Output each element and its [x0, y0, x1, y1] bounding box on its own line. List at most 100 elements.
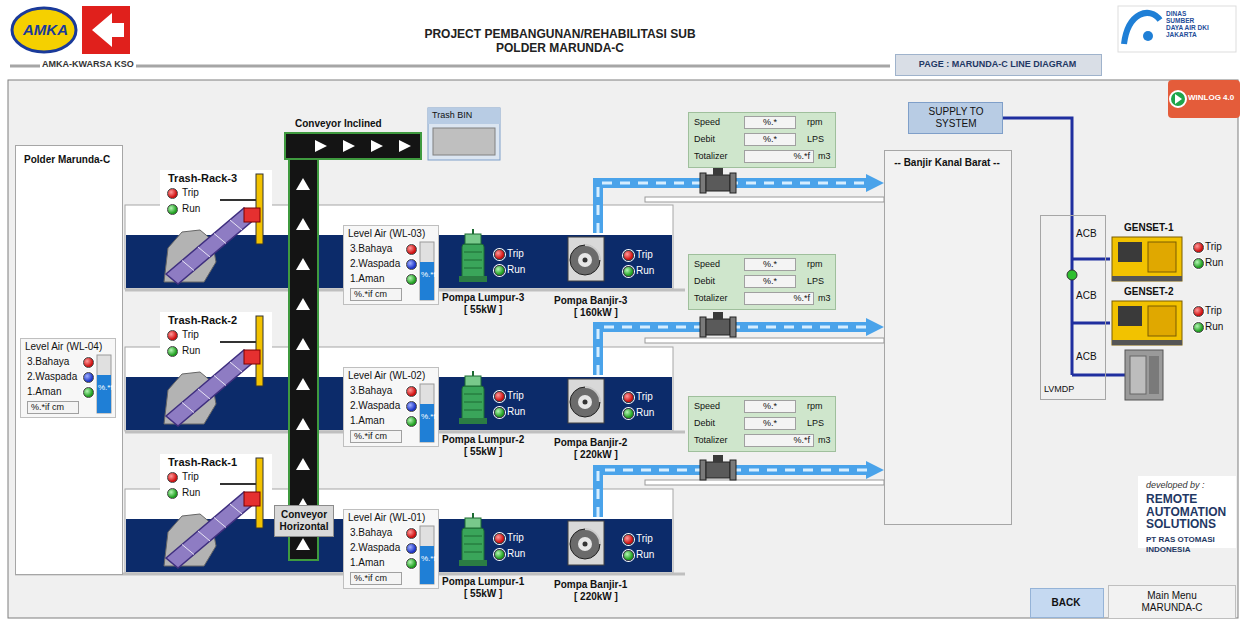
- node-text: m3: [818, 151, 831, 162]
- connector-group: [598, 118, 1110, 517]
- conveyor-direction: [315, 140, 327, 152]
- conveyor-direction: [296, 458, 310, 470]
- node-text: Totalizer: [694, 435, 728, 446]
- flood-pump-impeller: [578, 253, 592, 267]
- valve-sensor: [713, 455, 723, 462]
- panel-cabinet: [1125, 350, 1163, 400]
- node-text: Trip: [636, 391, 653, 403]
- flood-pump-shaft: [583, 258, 588, 263]
- node-text: Pompa Banjir-1: [554, 579, 627, 591]
- node-text: LPS: [807, 276, 824, 287]
- node-text: Run: [507, 406, 525, 418]
- mud-pump-rib: [464, 260, 482, 261]
- dsda-logo: [1124, 13, 1160, 44]
- status-lamp: [494, 249, 505, 260]
- trash-rack-symbol: [160, 454, 272, 570]
- genset-radiator: [1118, 306, 1142, 326]
- valve-sensor: [713, 168, 723, 175]
- rack-screen-bar: [198, 389, 210, 399]
- power-cable: [1003, 118, 1072, 215]
- node-text: Pompa Lumpur-2: [442, 434, 524, 446]
- node-text: Trip: [182, 471, 199, 483]
- node-text: Trash-Rack-2: [168, 314, 237, 327]
- panel-cabinet: [1125, 350, 1163, 400]
- mud-pump-rib: [464, 536, 482, 537]
- status-lamp: [83, 387, 94, 398]
- flood-pump-volute: [570, 245, 600, 275]
- mud-pump-rib: [464, 402, 482, 403]
- node-text: Trip: [507, 532, 524, 544]
- trash-rack: Trash-Rack-3TripRun: [160, 170, 272, 286]
- rack-frame: [220, 341, 260, 343]
- rack-screen: [166, 350, 256, 426]
- trash-bin-frame: [428, 108, 500, 160]
- lvmdp-panel: ACBACBACBLVMDP: [1040, 215, 1106, 400]
- node-text: WINLOG 4.0: [1188, 93, 1234, 103]
- conveyor-direction: [296, 218, 310, 230]
- status-lamp: [167, 472, 178, 483]
- rack-frame: [220, 199, 260, 201]
- node-text: 2.Waspada: [350, 400, 400, 412]
- node-text: Run: [636, 265, 654, 277]
- node-text: %.*: [744, 133, 796, 146]
- polder-box: Polder Marunda-CLevel Air (WL-04)3.Bahay…: [15, 145, 123, 575]
- pipe-support: [645, 197, 884, 202]
- status-lamp: [623, 392, 634, 403]
- status-lamp: [406, 401, 417, 412]
- node-text: Pompa Lumpur-3: [442, 292, 524, 304]
- flow-meter-panel: Speed%.*rpmDebit%.*LPSTotalizer%.*fm3: [688, 254, 836, 310]
- dsda-logo: [1118, 6, 1236, 52]
- node-text: Totalizer: [694, 151, 728, 162]
- level-bar-fill: [97, 375, 111, 413]
- status-lamp: [1193, 322, 1204, 333]
- node-text: m3: [818, 435, 831, 446]
- caption-label: REMOTE AUTOMATION SOLUTIONS: [1146, 493, 1238, 531]
- node-text: Trash-Rack-3: [168, 172, 237, 185]
- valve-flange: [700, 173, 706, 193]
- node-text: SUPPLY TO SYSTEM: [925, 106, 987, 130]
- caption-label: PT RAS OTOMASI INDONESIA: [1146, 535, 1242, 554]
- node-text: 2.Waspada: [350, 258, 400, 270]
- mud-pump-motor: [465, 234, 481, 244]
- node-text: Run: [636, 407, 654, 419]
- status-lamp: [494, 391, 505, 402]
- node-text: PAGE : MARUNDA-C LINE DIAGRAM: [896, 59, 1099, 70]
- status-lamp: [83, 372, 94, 383]
- trash-rack-symbol: [160, 170, 272, 286]
- node-text: Level Air (WL-01): [348, 512, 425, 524]
- status-lamp: [494, 533, 505, 544]
- node-text: %.*f: [744, 434, 814, 447]
- conveyor-direction: [296, 378, 310, 390]
- genset-engine: [1148, 306, 1176, 336]
- genset: GENSET-1TripRun: [1110, 222, 1235, 286]
- node-text: %.*: [744, 275, 796, 288]
- lvmdp-busbar: [1071, 215, 1074, 375]
- status-lamp: [83, 357, 94, 368]
- level-bar-fill: [420, 404, 434, 442]
- rack-screen-bar: [182, 545, 194, 555]
- valve-flange: [730, 460, 736, 480]
- conveyor-direction: [296, 418, 310, 430]
- rack-frame: [220, 483, 260, 485]
- dsda-logo: [1143, 31, 1153, 41]
- mud-pump-motor: [465, 518, 481, 528]
- status-lamp: [1193, 306, 1204, 317]
- node-text: 2.Waspada: [350, 542, 400, 554]
- status-lamp: [494, 265, 505, 276]
- back-button: BACK: [1030, 588, 1104, 618]
- pipe-support: [645, 480, 884, 485]
- node-text: LPS: [807, 134, 824, 145]
- node-text: Trash BIN: [432, 110, 472, 121]
- rack-screen-bar: [198, 247, 210, 257]
- status-lamp: [167, 488, 178, 499]
- node-text: 3.Bahaya: [350, 385, 392, 397]
- node-text: Level Air (WL-02): [348, 370, 425, 382]
- flood-pump-casing: [568, 521, 604, 565]
- genset-body: [1112, 237, 1182, 281]
- node-text: %.*: [744, 116, 796, 129]
- mud-pump-rib: [464, 410, 482, 411]
- genset-engine: [1148, 242, 1176, 272]
- flood-pump-casing: [568, 237, 604, 281]
- status-lamp: [406, 259, 417, 270]
- supply-box: SUPPLY TO SYSTEM: [908, 102, 1003, 134]
